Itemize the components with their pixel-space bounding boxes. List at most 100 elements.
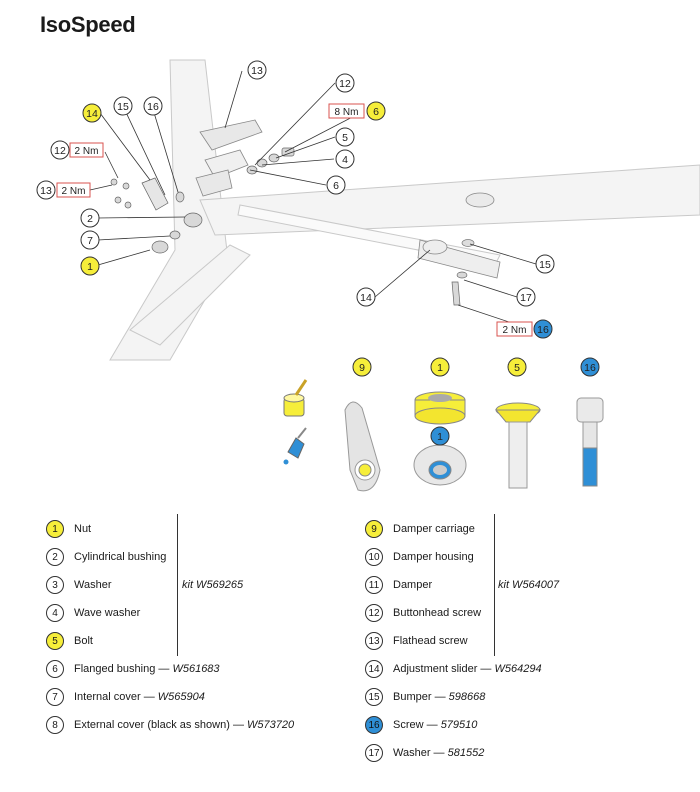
detail-badge-1: 1 xyxy=(430,357,450,377)
legend-label: Damper carriage xyxy=(393,523,475,535)
legend-label: External cover (black as shown) — W57372… xyxy=(74,719,295,731)
legend-num: 10 xyxy=(365,548,383,566)
svg-text:6: 6 xyxy=(333,180,339,192)
legend-item-12: 12 Buttonhead screw xyxy=(365,603,481,623)
legend-num: 2 xyxy=(46,548,64,566)
legend-label: Wave washer xyxy=(74,607,141,619)
svg-text:13: 13 xyxy=(251,65,263,77)
legend-num: 8 xyxy=(46,716,64,734)
bumper-part xyxy=(465,192,495,208)
legend-label: Flanged bushing — W561683 xyxy=(74,663,220,675)
legend-num: 3 xyxy=(46,576,64,594)
svg-text:2 Nm: 2 Nm xyxy=(503,325,527,336)
callout-16: 16 xyxy=(533,319,553,339)
page-title: IsoSpeed xyxy=(40,12,136,37)
svg-text:1: 1 xyxy=(87,261,93,273)
svg-text:12: 12 xyxy=(54,145,66,157)
legend-num: 15 xyxy=(365,688,383,706)
callout-12: 12 xyxy=(50,140,70,160)
svg-text:17: 17 xyxy=(520,292,532,304)
svg-text:12: 12 xyxy=(339,78,351,90)
svg-text:6: 6 xyxy=(373,106,379,118)
svg-text:1: 1 xyxy=(437,431,443,443)
svg-text:2 Nm: 2 Nm xyxy=(62,186,86,197)
svg-text:13: 13 xyxy=(40,185,52,197)
legend-item-1: 1 Nut xyxy=(46,519,91,539)
callout-14: 14 xyxy=(356,287,376,307)
bolt-part xyxy=(494,402,542,489)
part-number: W561683 xyxy=(172,663,220,675)
hardware-parts xyxy=(110,147,468,306)
callout-1: 1 xyxy=(80,256,100,276)
svg-text:15: 15 xyxy=(117,101,129,113)
legend-item-5: 5 Bolt xyxy=(46,631,93,651)
part-number: W564294 xyxy=(494,663,542,675)
svg-text:15: 15 xyxy=(539,259,551,271)
legend-label: Washer — 581552 xyxy=(393,747,485,759)
legend-item-2: 2 Cylindrical bushing xyxy=(46,547,166,567)
kit-label-right: kit W564007 xyxy=(498,579,560,591)
legend-num: 14 xyxy=(365,660,383,678)
callout-13: 13 xyxy=(36,180,56,200)
legend-num: 5 xyxy=(46,632,64,650)
svg-text:16: 16 xyxy=(537,324,549,336)
svg-text:7: 7 xyxy=(87,235,93,247)
torque-label-16: 2 Nm xyxy=(496,321,533,337)
legend-num: 6 xyxy=(46,660,64,678)
legend-num: 1 xyxy=(46,520,64,538)
callout-5: 6 xyxy=(366,101,386,121)
exploded-diagram: 13 12 6 5 4 6 14 15 16 12 13 2 7 1 14 15… xyxy=(36,59,700,492)
svg-text:16: 16 xyxy=(584,362,596,374)
kit-bracket-left xyxy=(177,514,178,656)
callout-6: 6 xyxy=(326,175,346,195)
legend-label: Bumper — 598668 xyxy=(393,691,486,703)
callout-11: 16 xyxy=(143,96,163,116)
callout-6b: 7 xyxy=(80,230,100,250)
kit-label-left: kit W569265 xyxy=(182,579,244,591)
detail-badge-9: 9 xyxy=(352,357,372,377)
external-cover-part xyxy=(195,119,263,197)
part-number: 581552 xyxy=(447,747,485,759)
legend-item-13: 13 Flathead screw xyxy=(365,631,468,651)
legend-num: 12 xyxy=(365,604,383,622)
legend-item-14: 14 Adjustment slider — W564294 xyxy=(365,659,542,679)
legend-label: Washer xyxy=(74,579,112,591)
legend-label: Flathead screw xyxy=(393,635,468,647)
callout-7: 12 xyxy=(335,73,355,93)
svg-text:4: 4 xyxy=(342,154,348,166)
svg-text:9: 9 xyxy=(359,362,365,374)
legend-item-17: 17 Washer — 581552 xyxy=(365,743,484,763)
legend-item-11: 11 Damper xyxy=(365,575,432,595)
legend-label: Internal cover — W565904 xyxy=(74,691,205,703)
part-number: 598668 xyxy=(448,691,486,703)
legend-label: Cylindrical bushing xyxy=(74,551,167,563)
legend-label: Nut xyxy=(74,523,92,535)
legend-num: 16 xyxy=(365,716,383,734)
legend-label: Screw — 579510 xyxy=(393,719,478,731)
legend-item-8: 8 External cover (black as shown) — W573… xyxy=(46,715,294,735)
callout-10: 15 xyxy=(113,96,133,116)
svg-text:1: 1 xyxy=(437,362,443,374)
legend-item-3: 3 Washer xyxy=(46,575,112,595)
legend-item-9: 9 Damper carriage xyxy=(365,519,475,539)
legend-num: 13 xyxy=(365,632,383,650)
nut-threadlock-part xyxy=(413,444,467,486)
bike-frame xyxy=(109,59,700,361)
legend-item-16: 16 Screw — 579510 xyxy=(365,715,477,735)
part-number: 579510 xyxy=(440,719,478,731)
torque-label-13: 2 Nm xyxy=(56,182,91,198)
callout-3: 4 xyxy=(335,149,355,169)
torque-label-5: 8 Nm xyxy=(328,103,365,119)
legend-item-10: 10 Damper housing xyxy=(365,547,474,567)
legend-num: 7 xyxy=(46,688,64,706)
damper-carriage-part xyxy=(344,401,381,492)
callout-2: 2 xyxy=(80,208,100,228)
callout-4: 5 xyxy=(335,127,355,147)
svg-text:2: 2 xyxy=(87,213,93,225)
nut-part xyxy=(414,391,466,425)
part-number: W565904 xyxy=(157,691,205,703)
svg-text:8 Nm: 8 Nm xyxy=(335,107,359,118)
threadlocker-icon xyxy=(283,427,307,465)
legend-item-7: 7 Internal cover — W565904 xyxy=(46,687,205,707)
kit-bracket-right xyxy=(494,514,495,656)
